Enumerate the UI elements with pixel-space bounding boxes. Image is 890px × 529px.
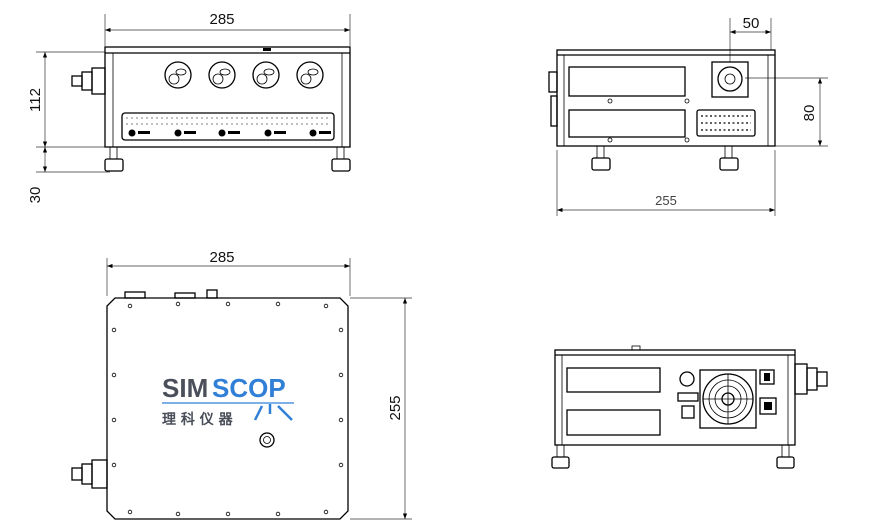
dimension-rear-height: 80: [801, 105, 818, 122]
logo-scop: SCOP: [212, 373, 286, 403]
power-switch: [759, 369, 775, 385]
logo-subtitle: 理 科 仪 器: [162, 411, 234, 428]
dimension-rear-width: 255: [655, 193, 677, 208]
simscop-logo: SIM SCOP 理 科 仪 器: [162, 373, 294, 428]
connector-left: [71, 67, 106, 95]
rear-view: 50 80 255: [548, 15, 828, 216]
vent-grille: [696, 109, 756, 137]
back-panel-view: [551, 345, 828, 469]
front-view: 285 112 30: [27, 11, 351, 204]
dimension-width: 285: [209, 11, 234, 28]
top-view: 285 255 SIM SCOP 理 科 仪 器: [71, 249, 412, 520]
vent-panel: [121, 112, 335, 141]
logo-sim: SIM: [162, 373, 208, 403]
fan-icon: [699, 369, 757, 429]
dimension-top-depth: 255: [387, 395, 404, 420]
power-connector: [711, 61, 749, 98]
dimension-connector-offset: 50: [743, 15, 760, 32]
quick-couplers: [164, 61, 324, 89]
dimension-foot: 30: [27, 187, 44, 204]
dimension-height: 112: [27, 88, 44, 112]
dimension-top-width: 285: [209, 249, 234, 266]
feet: [104, 146, 351, 172]
